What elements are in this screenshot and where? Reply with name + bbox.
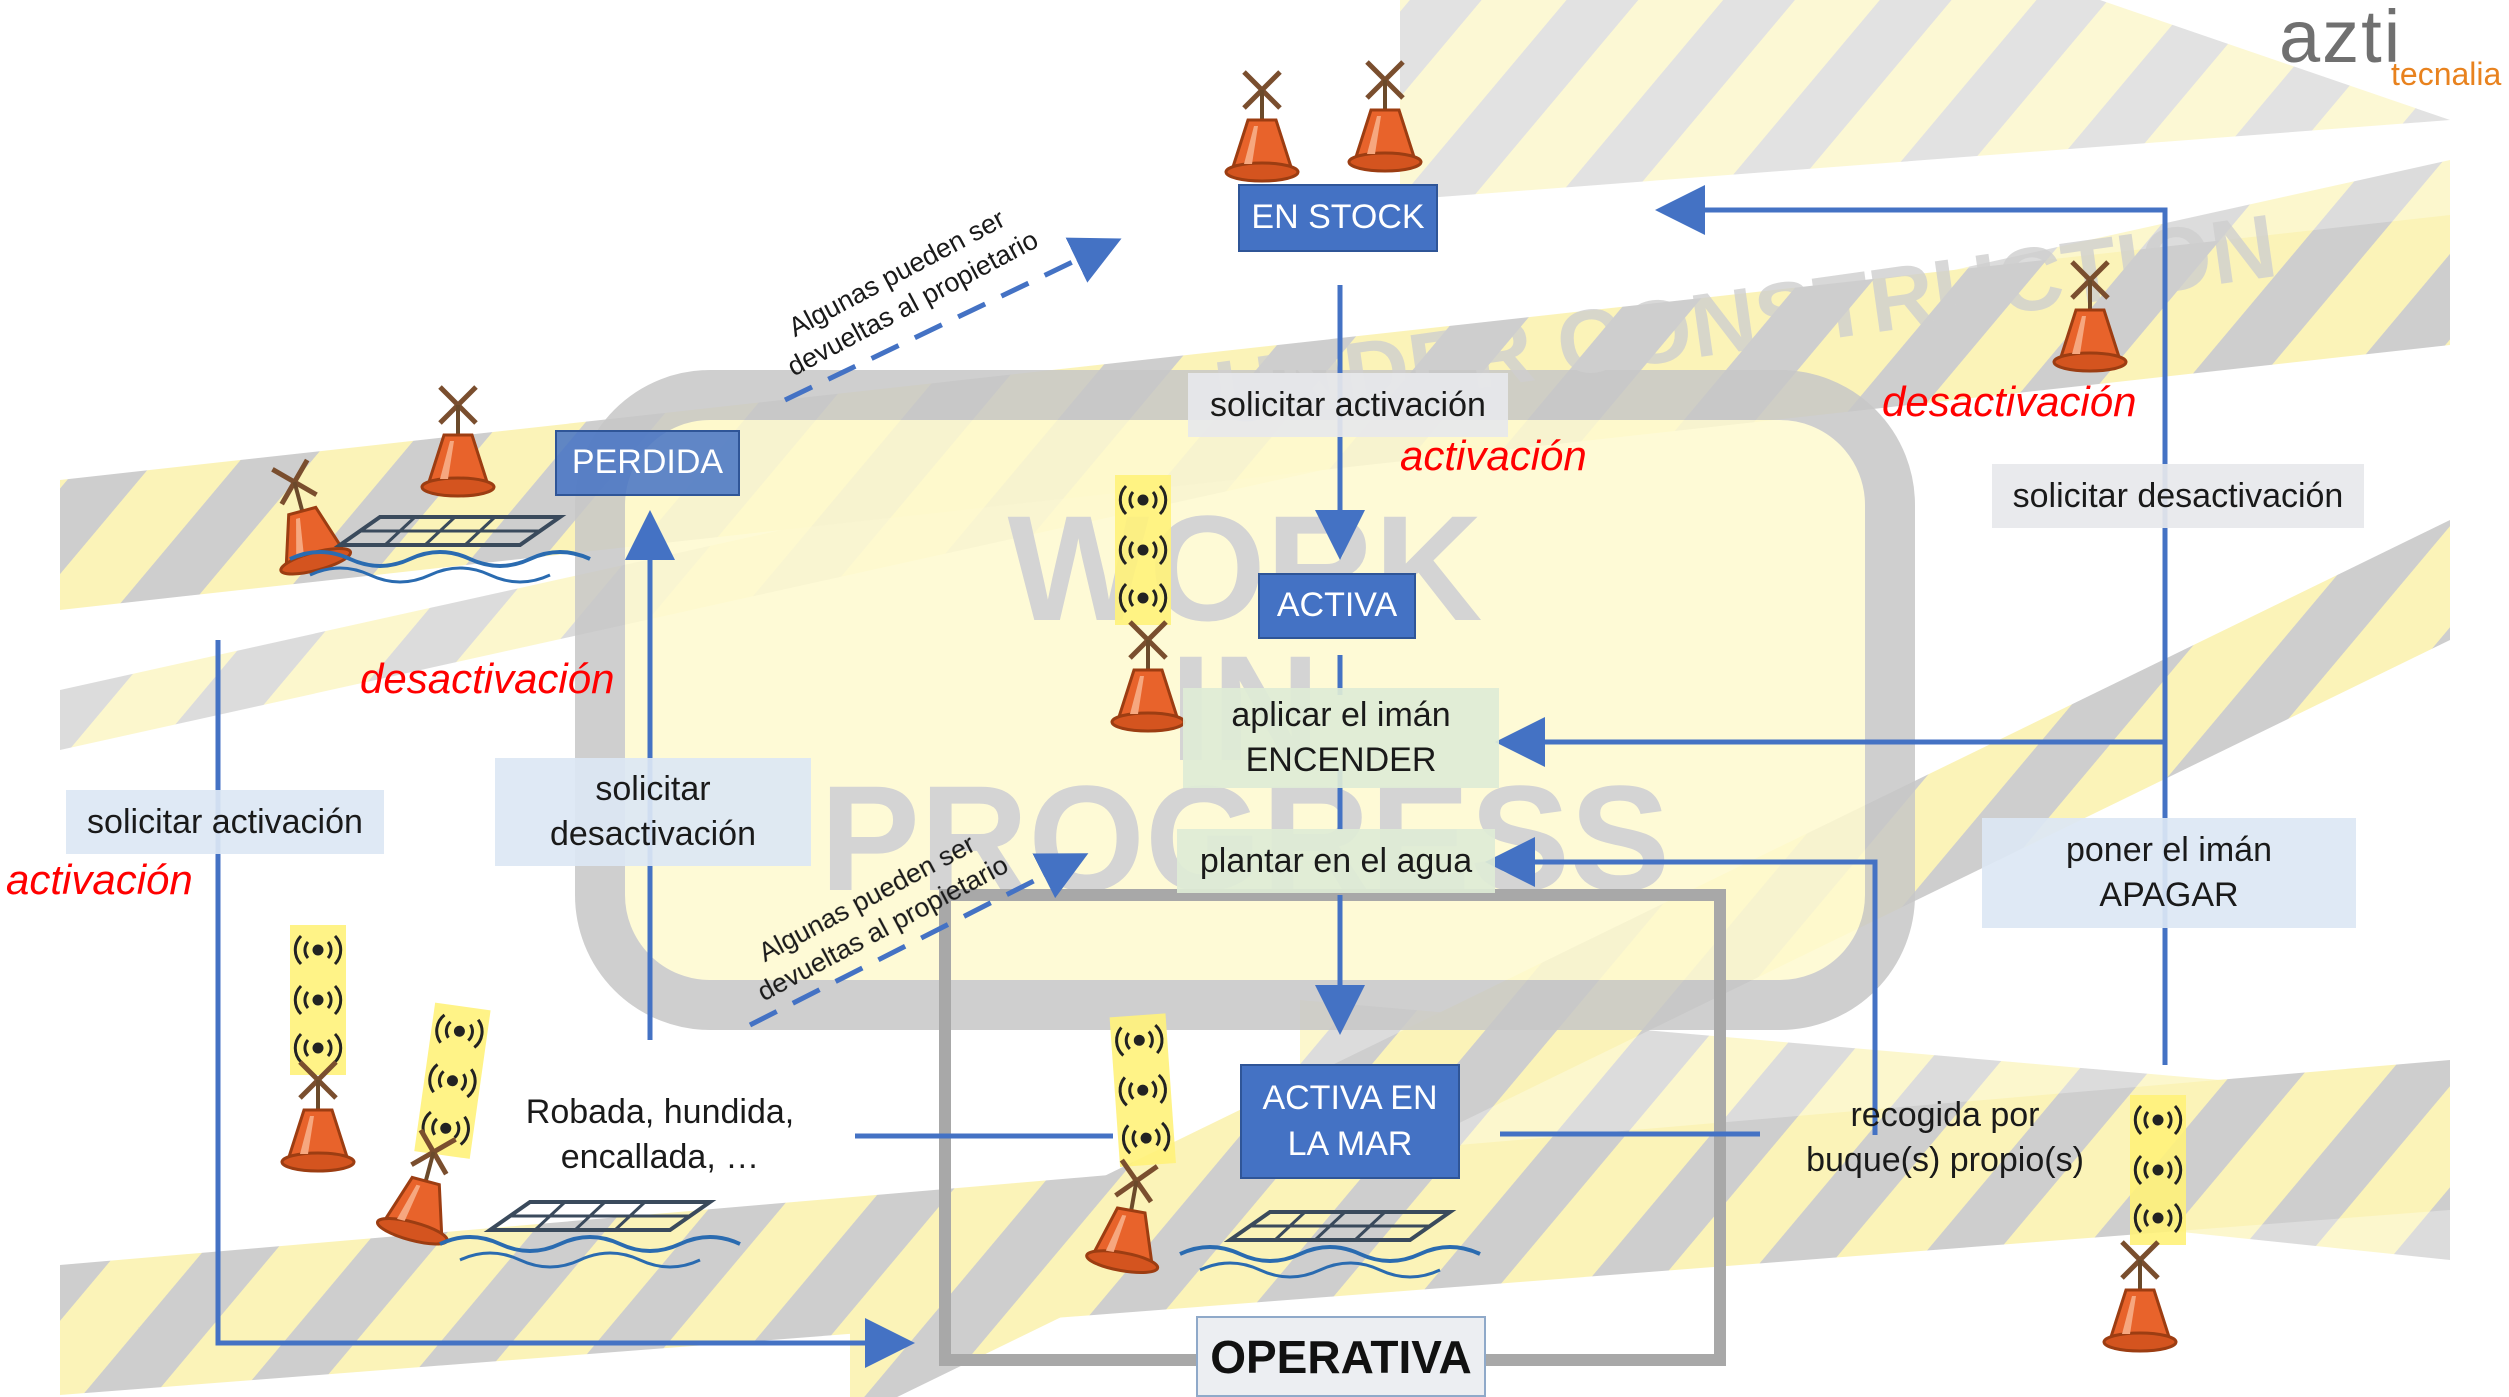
logo-sub-text: tecnalia [2391,56,2502,92]
label-plantar: plantar en el agua [1177,829,1495,893]
event-activacion-left: activación [6,856,193,903]
arrow-to-plantar [1485,837,1878,1135]
state-perdida: PERDIDA [555,430,740,496]
arrow-devueltas-mid [748,853,1089,1028]
state-activa-en-la-mar: ACTIVA EN LA MAR [1240,1064,1460,1179]
signal-icon [2128,1093,2188,1247]
azti-logo: azti tecnalia [2279,0,2509,100]
state-activa: ACTIVA [1258,573,1416,639]
state-en-stock: EN STOCK [1238,184,1438,252]
label-solicitar-activacion-left: solicitar activación [66,790,384,854]
buoy-icon [2104,1242,2176,1351]
event-desactivacion-right: desactivación [1882,378,2137,425]
label-poner-iman: poner el imán APAGAR [1982,818,2356,928]
arrow-to-stock [1655,185,2168,1065]
label-aplicar-iman: aplicar el imán ENCENDER [1183,688,1499,788]
event-desactivacion-left: desactivación [360,655,615,702]
arrow-to-operativa [215,640,915,1368]
label-solicitar-desactivacion-left: solicitar desactivación [495,758,811,866]
label-robada: Robada, hundida, encallada, … [525,1093,795,1176]
event-activacion-top: activación [1400,432,1587,479]
signal-icon [1108,1011,1178,1169]
signal-icon [1113,473,1173,627]
label-solicitar-desactivacion-right: solicitar desactivación [1992,464,2364,528]
operativa-label: OPERATIVA [1196,1316,1486,1397]
arrows [215,185,2168,1368]
label-solicitar-activacion-top: solicitar activación [1188,373,1508,437]
label-recogida: recogida por buque(s) propio(s) [1806,1096,2084,1179]
buoy-icon [282,1062,354,1171]
buoy-icon [1226,72,1298,181]
arrow-devueltas-top [783,237,1122,403]
signal-icon [288,923,348,1077]
logo-main-text: azti [2279,0,2403,78]
